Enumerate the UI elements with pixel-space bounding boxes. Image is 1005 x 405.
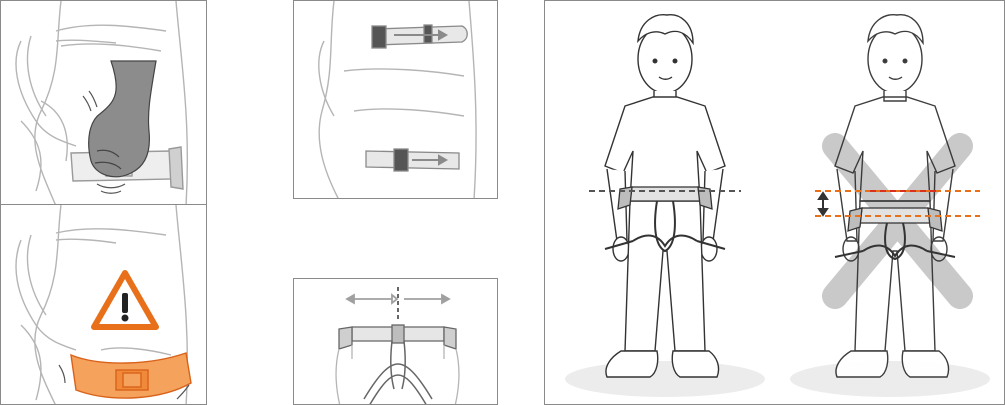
warning-triangle-icon — [94, 273, 156, 327]
top-strap — [372, 25, 467, 48]
panel-adjust-straps — [293, 0, 498, 199]
panel-warning-loose-belt — [0, 204, 207, 405]
fit-comparison-illustration — [545, 1, 1005, 405]
loose-belt — [71, 353, 191, 398]
adjust-straps-illustration — [294, 1, 498, 199]
panel-fit-comparison — [544, 0, 1005, 405]
hand-icon — [89, 61, 156, 177]
tighten-buckle-illustration — [1, 1, 207, 205]
center-harness-illustration — [294, 279, 498, 405]
child-figure-incorrect — [835, 15, 955, 377]
warning-illustration — [1, 205, 207, 405]
gap-double-arrow-icon — [819, 193, 827, 215]
panel-center-harness — [293, 278, 498, 405]
panel-tighten-buckle — [0, 0, 207, 205]
